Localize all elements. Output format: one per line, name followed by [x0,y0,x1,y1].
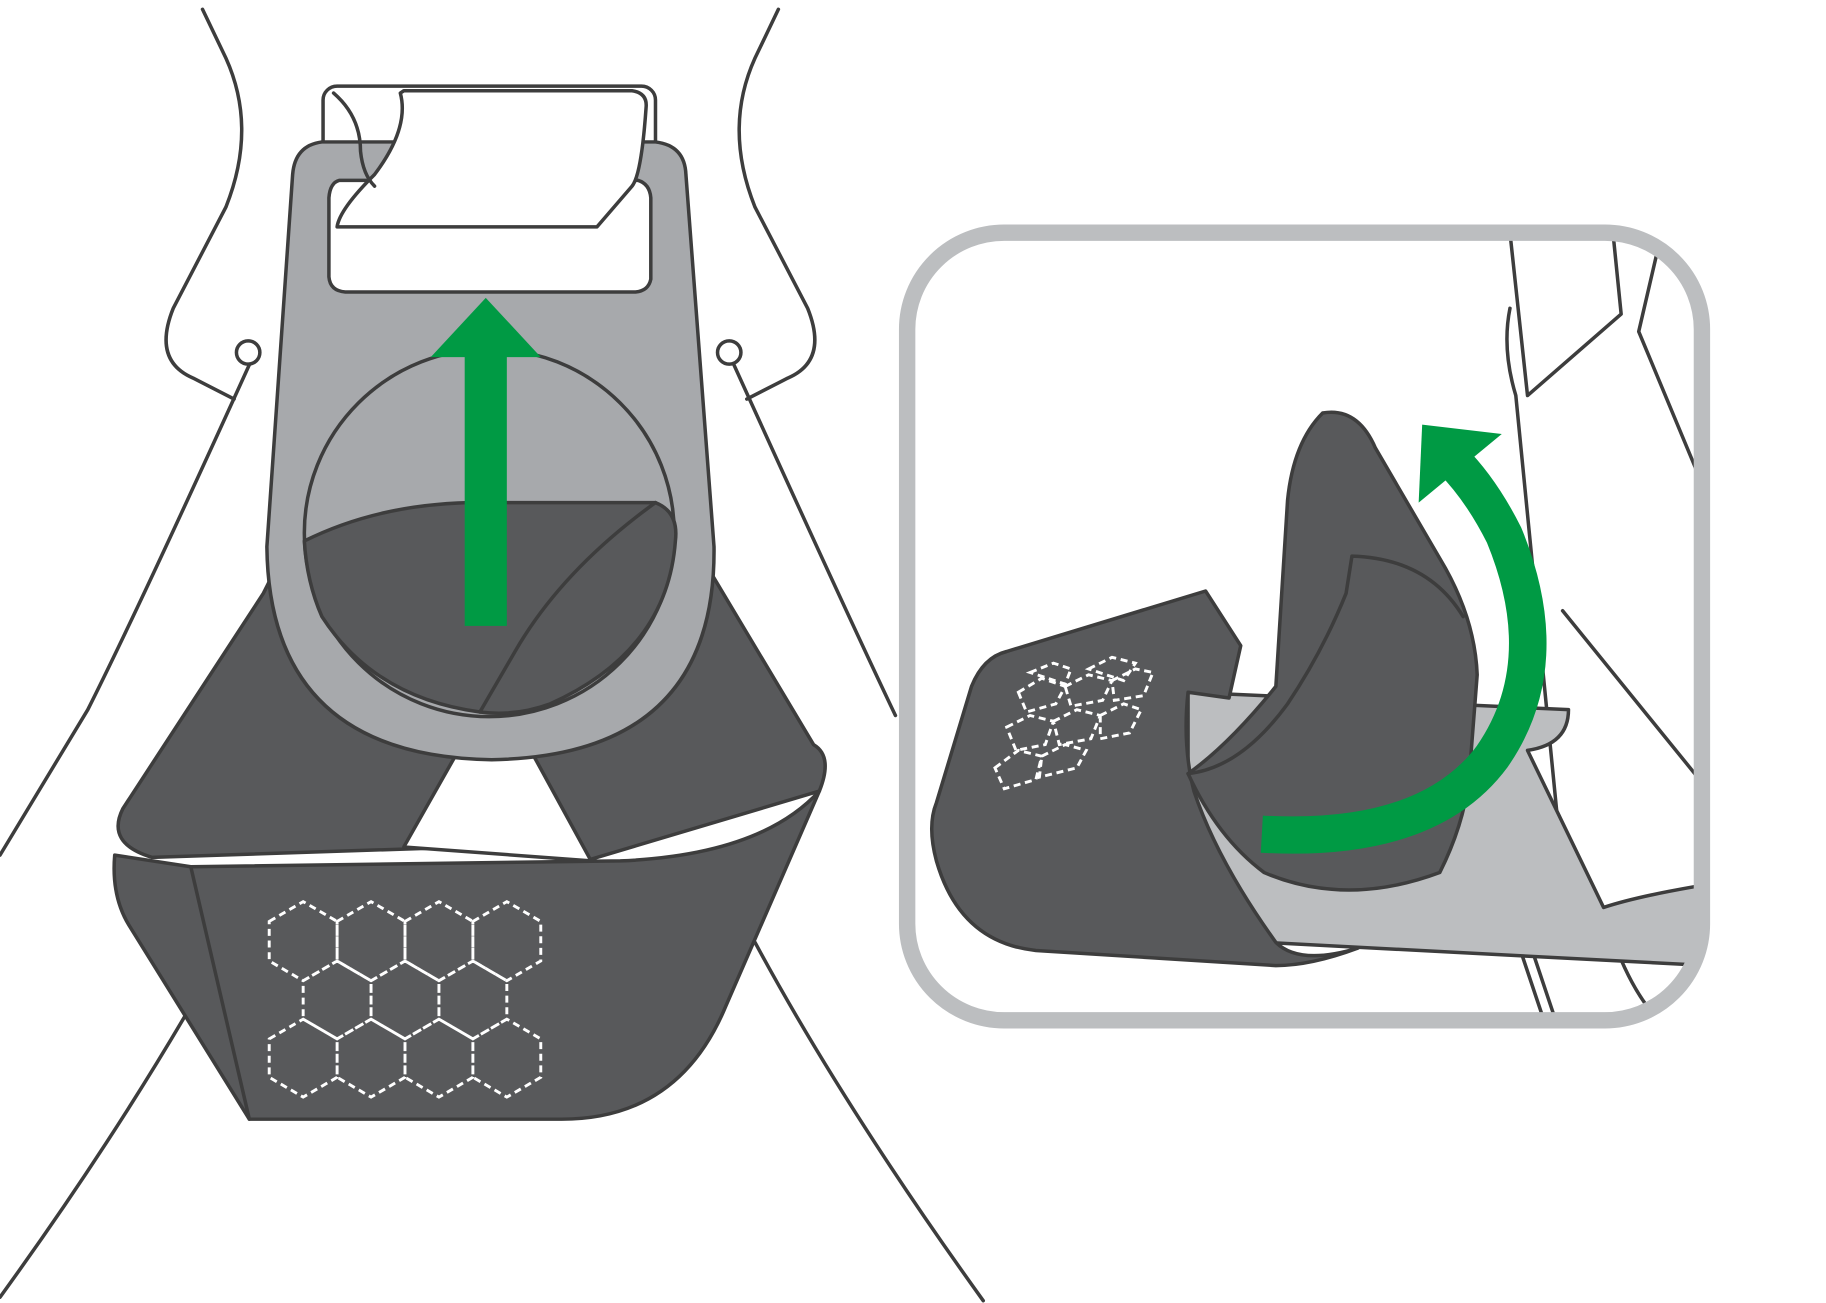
main-illustration [0,7,985,1303]
curved-arrow-icon [1260,424,1547,854]
hex-pattern [267,899,543,1099]
inset-frame [898,224,1711,1029]
inset-detail [898,224,1711,1029]
arrow-up-icon [430,297,541,626]
hex-pattern-inset [993,655,1155,791]
